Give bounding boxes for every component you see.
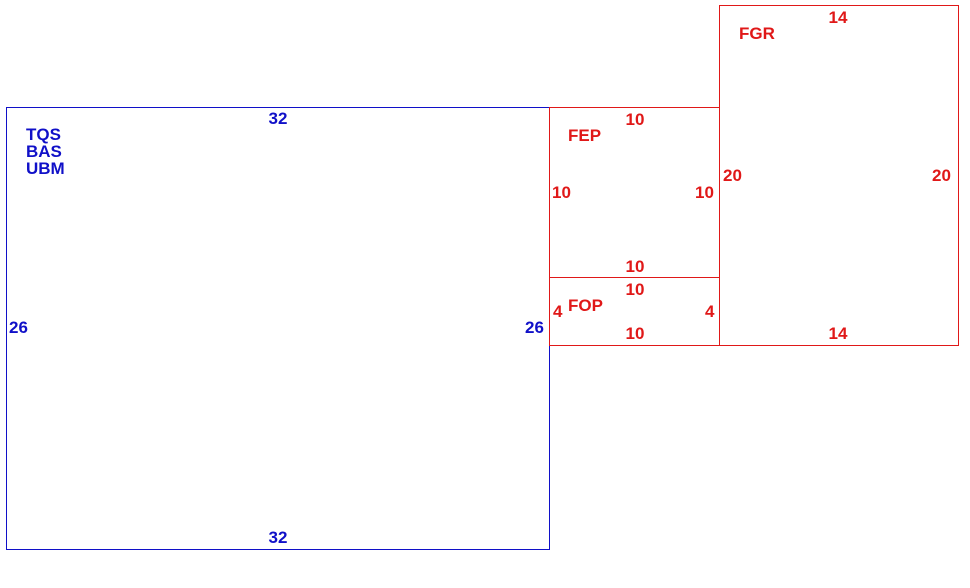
- dimension-bottom: 10: [625, 324, 645, 343]
- dimension-right: 26: [525, 318, 544, 337]
- dimension-bottom: 14: [828, 324, 848, 343]
- fep-rectangle: FEP 10 10 10 10: [549, 107, 720, 278]
- rect-name: FEP: [568, 126, 602, 145]
- dimension-top: 10: [625, 280, 645, 299]
- dimension-right: 20: [932, 166, 951, 185]
- dimension-left: 26: [9, 318, 28, 337]
- dimension-left: 20: [723, 166, 742, 185]
- dimension-top: 32: [268, 109, 288, 128]
- rect-name: FGR: [739, 24, 775, 43]
- fgr-rectangle: FGR 14 14 20 20: [719, 5, 959, 346]
- dimension-bottom: 32: [268, 528, 288, 547]
- dimension-bottom: 10: [625, 257, 645, 276]
- rect-name: BAS: [26, 142, 62, 161]
- dimension-top: 10: [625, 110, 645, 129]
- dimension-left: 4: [553, 302, 563, 321]
- fop-rectangle: FOP 10 10 4 4: [549, 277, 720, 346]
- main-rectangle-names: TQS BAS UBM: [26, 126, 65, 177]
- dimension-right: 10: [695, 183, 714, 202]
- dimension-left: 10: [552, 183, 571, 202]
- rect-name: UBM: [26, 159, 65, 178]
- main-rectangle: TQS BAS UBM 32 32 26 26: [6, 107, 550, 550]
- rect-name: TQS: [26, 125, 61, 144]
- dimension-right: 4: [705, 302, 715, 321]
- rect-name: FOP: [568, 296, 603, 315]
- dimension-top: 14: [828, 8, 848, 27]
